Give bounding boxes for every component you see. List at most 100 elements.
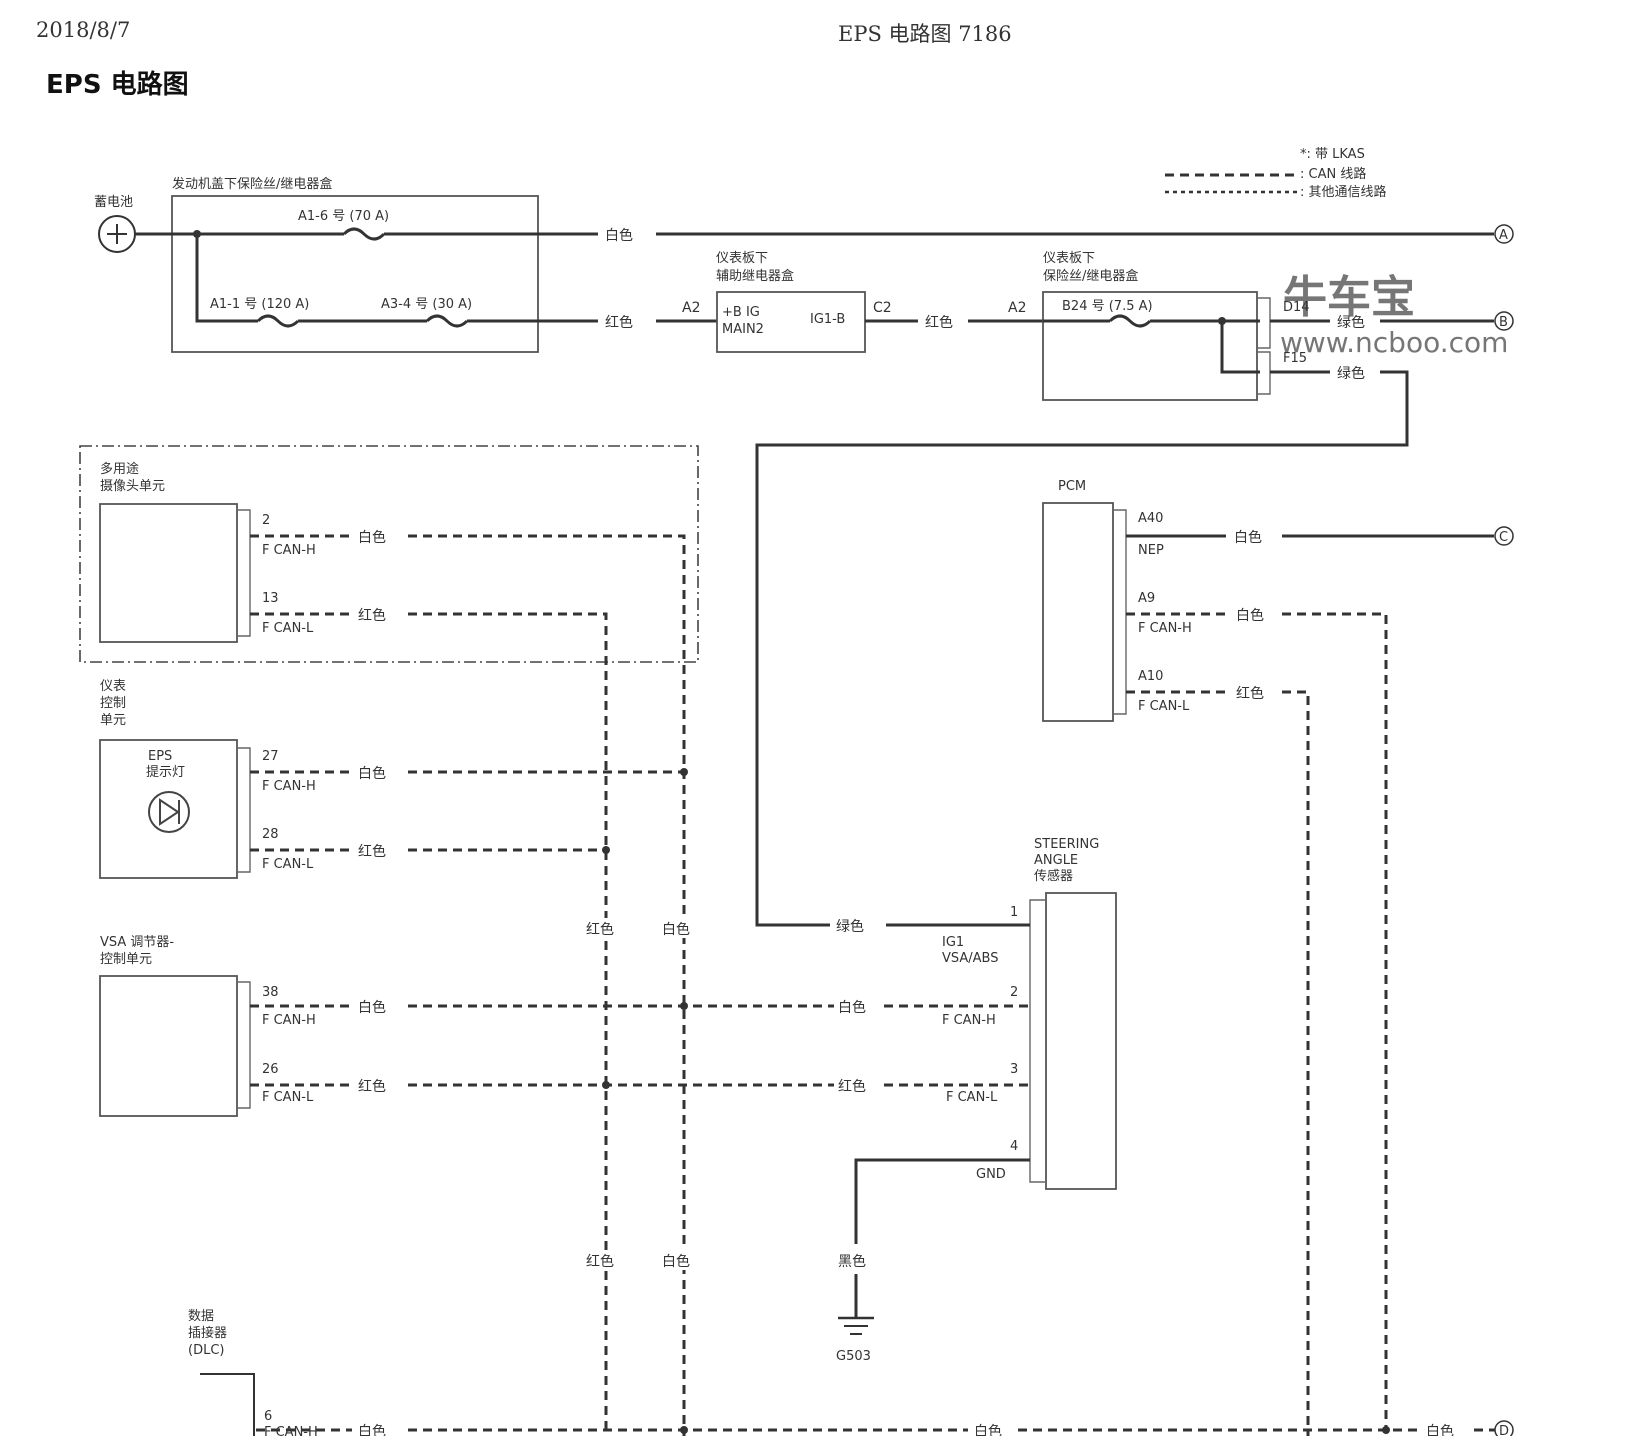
wire-green-ig1	[755, 370, 1409, 927]
pin-d14: D14	[1283, 300, 1310, 315]
gauge-label-1: 仪表	[100, 679, 126, 694]
signal-mc-fcanh: F CAN-H	[262, 543, 316, 558]
fuse-a1-1-icon	[256, 314, 300, 328]
gauge-connector	[237, 747, 251, 873]
fuse-a3-4-label: A3-4 号 (30 A)	[381, 297, 472, 312]
legend-other-text: : 其他通信线路	[1300, 184, 1387, 200]
wire-label-mc-white: 白色	[358, 529, 386, 546]
underhood-fuse-box	[171, 195, 539, 353]
bus-label-red-2: 红色	[586, 1253, 614, 1270]
wire-label-mc-red: 红色	[358, 607, 386, 624]
connector-a-label: A	[1499, 228, 1508, 243]
wire-label-v-white: 白色	[358, 999, 386, 1016]
wire-label-red-1: 红色	[605, 314, 633, 331]
eps-lamp-label-2: 提示灯	[146, 764, 185, 780]
wire-label-d-white-3: 白色	[1426, 1423, 1454, 1436]
wire-label-red-2: 红色	[925, 314, 953, 331]
pin-mc-13: 13	[262, 591, 279, 606]
page-title: EPS 电路图	[46, 70, 189, 100]
pin-g-27: 27	[262, 749, 279, 764]
pin-p-a9: A9	[1138, 591, 1155, 606]
signal-s-fcanl: F CAN-L	[946, 1090, 998, 1105]
pin-p-a10: A10	[1138, 669, 1163, 684]
fuse-b24-label: B24 号 (7.5 A)	[1062, 299, 1153, 314]
sensor-label-3: 传感器	[1034, 868, 1073, 884]
sensor-connector	[1029, 899, 1046, 1183]
legend: *: 带 LKAS : CAN 线路 : 其他通信线路	[1165, 147, 1387, 200]
pin-f15: F15	[1283, 351, 1307, 366]
multi-cam-unit	[99, 503, 238, 643]
signal-s-gnd: GND	[976, 1167, 1006, 1182]
can-l-bus	[250, 612, 608, 1436]
wire-label-s-white: 白色	[838, 999, 866, 1016]
pcm-can-l	[1126, 690, 1310, 1436]
pin-v-26: 26	[262, 1062, 279, 1077]
fuse-a1-6-label: A1-6 号 (70 A)	[298, 209, 389, 224]
ground-icon	[838, 1316, 874, 1335]
wire-label-g-red: 红色	[358, 843, 386, 860]
underhood-box-label: 发动机盖下保险丝/继电器盒	[172, 176, 332, 192]
fuse-a1-1-label: A1-1 号 (120 A)	[210, 297, 309, 312]
watermark-url: www.ncboo.com	[1280, 326, 1508, 359]
pin-c2: C2	[873, 300, 892, 316]
wire-label-v-red: 红色	[358, 1078, 386, 1095]
wire-label-g-white: 白色	[358, 765, 386, 782]
dash-fuse-label-1: 仪表板下	[1043, 251, 1095, 266]
battery-label: 蓄电池	[94, 195, 133, 210]
lkas-option-box	[79, 445, 699, 663]
pcm-label: PCM	[1058, 479, 1086, 494]
header-title: EPS 电路图 7186	[838, 22, 1012, 46]
wire-label-d-white: 白色	[358, 1423, 386, 1436]
pin-mc-2: 2	[262, 513, 270, 528]
connector-d	[1494, 1420, 1514, 1436]
signal-p-fcanh: F CAN-H	[1138, 621, 1192, 636]
steering-angle-sensor	[1045, 892, 1117, 1190]
aux-relay-label-1: 仪表板下	[716, 251, 768, 266]
sensor-label-2: ANGLE	[1034, 853, 1078, 868]
dlc-box	[200, 1373, 255, 1436]
signal-g-fcanh: F CAN-H	[262, 779, 316, 794]
connector-b-label: B	[1499, 315, 1508, 330]
fuse-b24-icon	[1108, 314, 1152, 328]
pin-d-6: 6	[264, 1409, 272, 1424]
vsa-connector	[237, 981, 251, 1109]
vsa-label-1: VSA 调节器-	[100, 935, 174, 950]
pin-v-38: 38	[262, 985, 279, 1000]
multi-cam-label-1: 多用途	[100, 461, 139, 477]
aux-relay-label-2: 辅助继电器盒	[716, 268, 794, 284]
wire-label-green-f15: 绿色	[1337, 365, 1365, 382]
watermark-brand: 牛车宝	[1283, 272, 1415, 323]
wire-label-p-white-c: 白色	[1234, 529, 1262, 546]
bus-label-red-1: 红色	[586, 921, 614, 938]
dlc-label-2: 插接器	[188, 1325, 227, 1341]
sensor-label-1: STEERING	[1034, 837, 1099, 852]
pin-s-2: 2	[1010, 985, 1018, 1000]
pcm-unit	[1042, 502, 1114, 722]
fuse-a3-4-icon	[425, 314, 469, 328]
connector-d-label: D	[1499, 1424, 1509, 1436]
fuse-a1-6-icon	[342, 227, 386, 241]
signal-g-fcanl: F CAN-L	[262, 857, 314, 872]
vsa-label-2: 控制单元	[100, 952, 152, 967]
header-date: 2018/8/7	[36, 18, 131, 42]
wire-label-p-red: 红色	[1236, 685, 1264, 702]
relay-in-label: +B IG	[722, 305, 760, 320]
gauge-label-2: 控制	[100, 696, 126, 711]
relay-in2-label: MAIN2	[722, 322, 764, 337]
signal-p-fcanl: F CAN-L	[1138, 699, 1190, 714]
wire-label-green-b: 绿色	[1337, 314, 1365, 331]
dash-connector-brackets	[1257, 297, 1271, 395]
wire-label-white-a: 白色	[605, 227, 633, 244]
multi-cam-label-2: 摄像头单元	[100, 479, 165, 494]
legend-lkas: *: 带 LKAS	[1300, 147, 1365, 162]
multi-cam-connector	[237, 509, 251, 637]
wire-label-p-white: 白色	[1236, 607, 1264, 624]
connector-a	[1494, 224, 1514, 244]
ground-label: G503	[836, 1349, 871, 1364]
bus-label-white-1: 白色	[662, 921, 690, 938]
signal-v-fcanl: F CAN-L	[262, 1090, 314, 1105]
signal-p-nep: NEP	[1138, 543, 1164, 558]
wire-label-d-white-2: 白色	[974, 1423, 1002, 1436]
dlc-label-1: 数据	[188, 1309, 214, 1324]
